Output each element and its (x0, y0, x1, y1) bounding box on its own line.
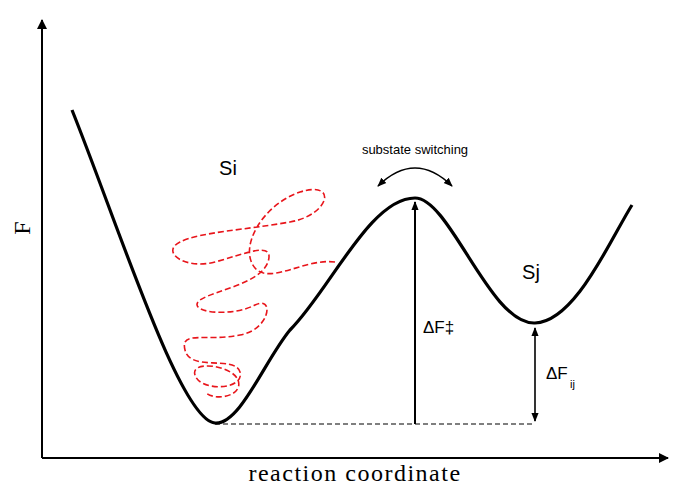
difference-arrow (534, 328, 536, 421)
energy-label: ΔF‡ (423, 319, 454, 336)
barrier-arrow (414, 202, 416, 424)
axis-label: F (10, 221, 34, 234)
trajectory-squiggle (173, 190, 335, 397)
baseline-dashed (215, 423, 535, 424)
y-axis (41, 20, 43, 458)
x-axis (42, 457, 668, 459)
state-label: Sj (522, 262, 540, 282)
state-label: Si (219, 158, 237, 178)
energy-label: ΔF (546, 365, 568, 382)
annotation-label: substate switching (362, 143, 468, 156)
switching-arrow (378, 168, 452, 186)
axis-label: reaction coordinate (248, 461, 461, 485)
free-energy-curve (72, 110, 632, 423)
subscript-label: ij (570, 379, 575, 390)
